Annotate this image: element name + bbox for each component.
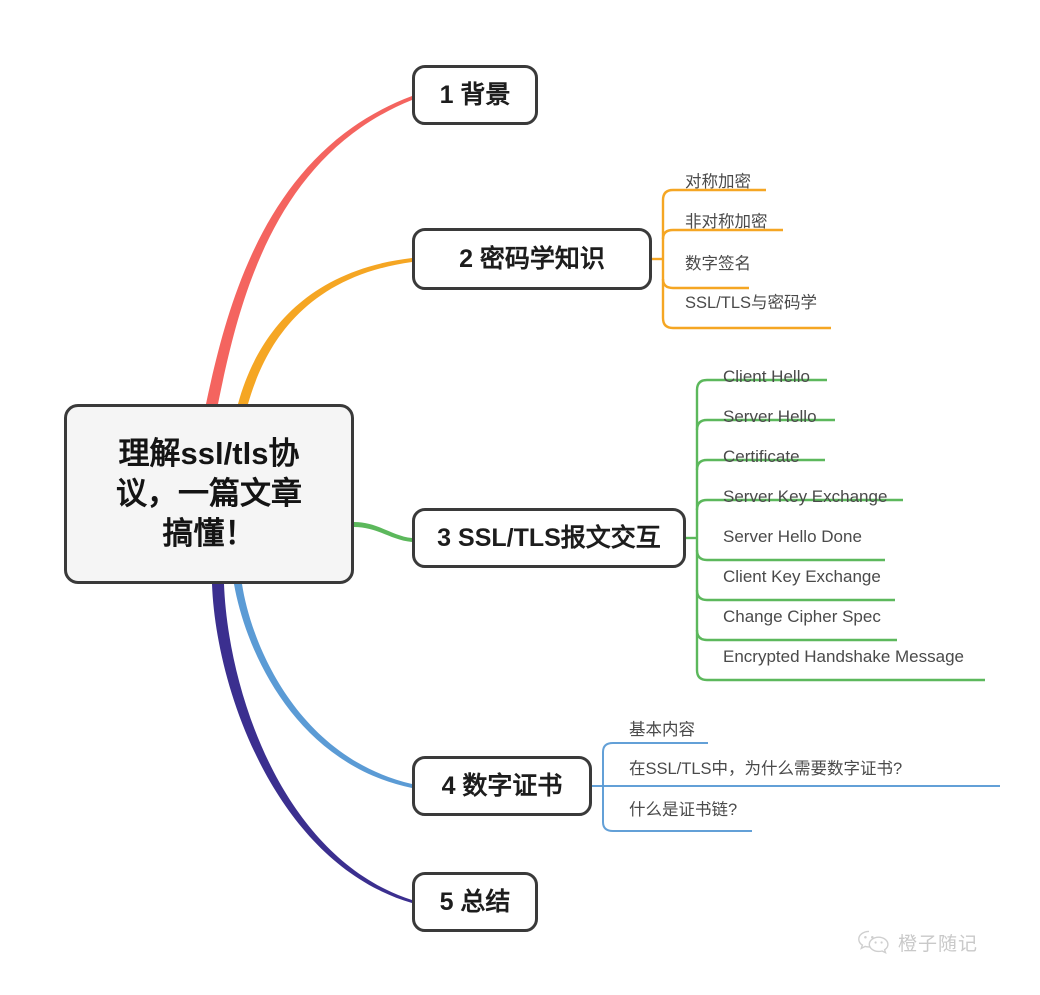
- connector-branch-1: [206, 96, 412, 404]
- branch-node-2[interactable]: 2 密码学知识: [412, 228, 652, 290]
- leaf-branch-2-item-3[interactable]: 数字签名: [685, 255, 751, 273]
- branch-node-1[interactable]: 1 背景: [412, 65, 538, 125]
- leaf-branch-2-item-1[interactable]: 对称加密: [685, 173, 751, 191]
- branch-node-3-label: 3 SSL/TLS报文交互: [437, 523, 661, 552]
- leaf-branch-3-item-1[interactable]: Client Hello: [723, 367, 810, 386]
- branch-node-1-label: 1 背景: [439, 80, 511, 109]
- leaf-branch-2-item-4[interactable]: SSL/TLS与密码学: [685, 294, 818, 312]
- leaf-branch-2-item-2[interactable]: 非对称加密: [685, 213, 768, 231]
- leaf-branch-3-item-3[interactable]: Certificate: [723, 447, 800, 466]
- leaf-branch-3-item-7[interactable]: Change Cipher Spec: [723, 607, 881, 626]
- leaf-branch-4-item-3[interactable]: 什么是证书链?: [629, 801, 738, 819]
- branch-node-3[interactable]: 3 SSL/TLS报文交互: [412, 508, 686, 568]
- root-node[interactable]: 理解ssl/tls协 议，一篇文章 搞懂！: [64, 404, 354, 584]
- connector-branch-4: [234, 584, 412, 788]
- branch-node-5[interactable]: 5 总结: [412, 872, 538, 932]
- leaf-branch-3-item-4[interactable]: Server Key Exchange: [723, 487, 888, 506]
- branch-node-5-label: 5 总结: [439, 887, 511, 916]
- connector-branch-3: [354, 522, 412, 542]
- branch-node-4-label: 4 数字证书: [441, 771, 563, 800]
- root-node-label: 理解ssl/tls协 议，一篇文章 搞懂！: [116, 435, 302, 552]
- watermark-label: 橙子随记: [898, 933, 979, 955]
- leaf-branch-4-item-2[interactable]: 在SSL/TLS中，为什么需要数字证书?: [629, 760, 903, 778]
- leaf-branch-3-item-8[interactable]: Encrypted Handshake Message: [723, 647, 964, 666]
- branch-node-2-label: 2 密码学知识: [459, 244, 605, 273]
- connector-branch-5: [212, 584, 412, 903]
- leaf-branch-4-item-1[interactable]: 基本内容: [629, 721, 695, 739]
- branch-node-4[interactable]: 4 数字证书: [412, 756, 592, 816]
- leaf-branch-3-item-2[interactable]: Server Hello: [723, 407, 817, 426]
- watermark: 橙子随记: [857, 928, 978, 956]
- wechat-icon: [858, 930, 889, 955]
- leaf-branch-3-item-6[interactable]: Client Key Exchange: [723, 567, 881, 586]
- connector-branch-2: [238, 258, 412, 404]
- leaf-branch-3-item-5[interactable]: Server Hello Done: [723, 527, 862, 546]
